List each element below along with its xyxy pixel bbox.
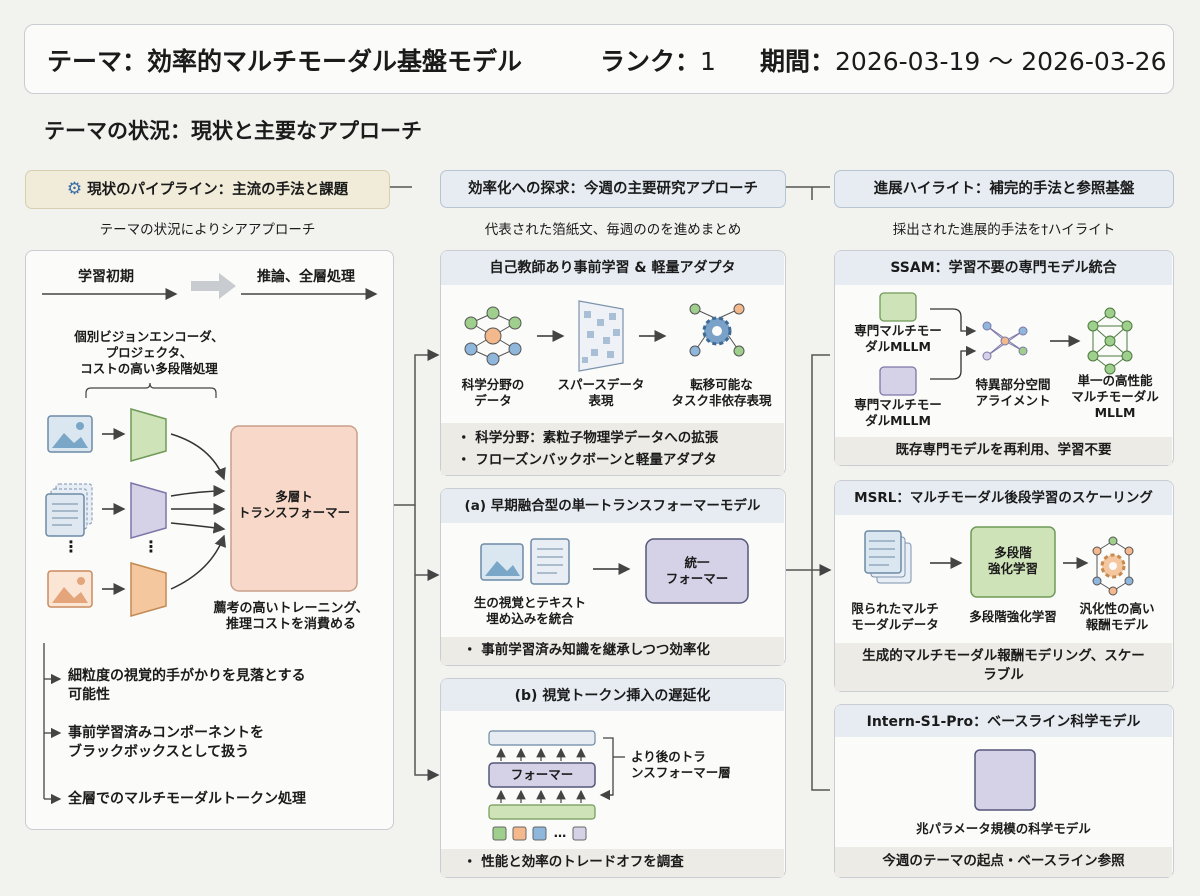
header-rank: ランク：1 bbox=[600, 42, 716, 78]
transformer-label: 多層ト トランスフォーマー bbox=[237, 489, 351, 520]
label-raw-fusion: 生の視覚とテキスト 埋め込みを統合 bbox=[473, 595, 587, 626]
section-title: テーマの状況：現状と主要なアプローチ bbox=[44, 119, 422, 143]
stage-late-label: 推論、全層処理 bbox=[257, 269, 355, 285]
card-self-supervised-title: 自己教師あり事前学習 & 軽量アダプタ bbox=[441, 251, 784, 285]
gear-icon: ⚙ bbox=[66, 179, 83, 199]
card-msrl-title: MSRL：マルチモーダル後段学習のスケーリング bbox=[835, 481, 1172, 515]
rank-label: ランク： bbox=[600, 47, 701, 76]
issue-1: 細粒度の視覚的手がかりを見落とする 可能性 bbox=[68, 668, 306, 703]
dots-right: ⋮ bbox=[143, 537, 159, 556]
label-rl-box: 多段階 強化学習 bbox=[987, 545, 1038, 576]
card-msrl: MSRL：マルチモーダル後段学習のスケーリング 多段階 強化学習 限られたマルチ… bbox=[834, 480, 1174, 692]
theme-label: テーマ： bbox=[47, 47, 148, 76]
header-bar: テーマ：効率的マルチモーダル基盤モデル ランク：1 期間：2026-03-19 … bbox=[24, 24, 1174, 94]
label-unified-former: 統一 フォーマー bbox=[665, 555, 729, 586]
token-ellipsis: … bbox=[553, 825, 567, 840]
result-network-icon bbox=[1087, 307, 1133, 375]
card-intern: Intern-S1-Pro：ベースライン科学モデル 兆パラメータ規模の科学モデル… bbox=[834, 704, 1174, 878]
card-early-fusion: (a) 早期融合型の単一トランスフォーマーモデル 生の視覚とテキスト 埋め込みを… bbox=[440, 488, 786, 666]
middle-subtitle: 代表された箔紙文、毎週ののを進めまとめ bbox=[484, 222, 742, 238]
label-rl: 多段階強化学習 bbox=[969, 609, 1057, 624]
theme-value: 効率的マルチモーダル基盤モデル bbox=[147, 47, 523, 76]
header-theme: テーマ：効率的マルチモーダル基盤モデル bbox=[47, 42, 522, 78]
card-ssam: SSAM：学習不要の専門モデル統合 専門マルチモー ダルMLLM 専門マルチモー… bbox=[834, 250, 1174, 466]
label-later-layers: より後のトラ ンスフォーマー層 bbox=[631, 749, 731, 780]
ssam-footer: 既存専門モデルを再利用、学習不要 bbox=[895, 442, 1112, 458]
card3-graphics bbox=[441, 730, 784, 877]
label-alignment: 特異部分空間 アライメント bbox=[975, 377, 1051, 408]
card-ssam-title: SSAM：学習不要の専門モデル統合 bbox=[835, 251, 1172, 285]
card-delayed-insertion: (b) 視覚トークン挿入の遅延化 フォーマー … より後のトラ ンスフォーマー層… bbox=[440, 678, 786, 878]
alignment-network-icon bbox=[982, 321, 1028, 361]
intern-footer: 今週のテーマの起点・ベースライン参照 bbox=[882, 853, 1125, 869]
card-delayed-insertion-title: (b) 視覚トークン挿入の遅延化 bbox=[441, 679, 784, 711]
msrl-footer: 生成的マルチモーダル報酬モデリング、スケー ラブル bbox=[862, 648, 1145, 683]
intern-graphics bbox=[835, 749, 1172, 877]
card-self-supervised: 自己教師あり事前学習 & 軽量アダプタ 科学分野の データ スパースデータ 表現… bbox=[440, 250, 786, 476]
network-icon-green bbox=[464, 306, 522, 366]
reward-network-icon bbox=[1092, 536, 1134, 596]
card1-bullet-2: ・ フローズンバックボーンと軽量アダプタ bbox=[457, 452, 717, 468]
msrl-graphics bbox=[835, 526, 1172, 691]
label-reward-model: 汎化性の高い 報酬モデル bbox=[1079, 601, 1155, 632]
label-science-data: 科学分野の データ bbox=[461, 377, 525, 408]
card-early-fusion-title: (a) 早期融合型の単一トランスフォーマーモデル bbox=[441, 489, 784, 523]
right-column-title: 進展ハイライト：補完的手法と参照基盤 bbox=[834, 170, 1174, 208]
right-subtitle: 採出された進展的手法を†ハイライト bbox=[892, 222, 1116, 238]
stage-early-label: 学習初期 bbox=[78, 269, 134, 285]
issue-3: 全層でのマルチモーダルトークン処理 bbox=[68, 791, 306, 807]
period-value: 2026-03-19 ～ 2026-03-26 bbox=[835, 47, 1167, 76]
left-column-title: ⚙ 現状のパイプライン：主流の手法と課題 bbox=[25, 170, 390, 209]
card1-bullet-1: ・ 科学分野：素粒子物理学データへの拡張 bbox=[457, 430, 719, 446]
label-sparse: スパースデータ 表現 bbox=[557, 377, 645, 408]
left-title-text: 現状のパイプライン：主流の手法と課題 bbox=[87, 182, 349, 198]
label-single-mllm: 単一の高性能 マルチモーダル MLLM bbox=[1071, 373, 1159, 420]
label-limited-data: 限られたマルチ モーダルデータ bbox=[851, 601, 939, 632]
issue-2: 事前学習済みコンポーネントを ブラックボックスとして扱う bbox=[68, 725, 264, 760]
card-intern-title: Intern-S1-Pro：ベースライン科学モデル bbox=[835, 705, 1172, 737]
left-subtitle: テーマの状況によりシアアプローチ bbox=[99, 222, 316, 238]
label-former: フォーマー bbox=[510, 767, 574, 782]
card1-graphics bbox=[441, 300, 784, 475]
current-pipeline-panel: 学習初期 推論、全層処理 個別ビジョンエンコーダ、 プロジェクタ、 コストの高い… bbox=[25, 250, 394, 830]
header-period: 期間：2026-03-19 ～ 2026-03-26 bbox=[760, 42, 1167, 78]
label-expert-2: 専門マルチモー ダルMLLM bbox=[854, 397, 942, 428]
card2-bullet-1: ・ 事前学習済み知識を継承しつつ効率化 bbox=[463, 642, 710, 658]
label-expert-1: 専門マルチモー ダルMLLM bbox=[854, 323, 942, 354]
ssam-graphics bbox=[835, 292, 1172, 465]
gear-network-icon bbox=[689, 303, 745, 357]
label-transferable: 転移可能な タスク非依存表現 bbox=[671, 377, 772, 408]
encoders-note: 個別ビジョンエンコーダ、 プロジェクタ、 コストの高い多段階処理 bbox=[74, 329, 224, 376]
card2-graphics bbox=[441, 538, 784, 665]
card3-bullet-1: ・ 性能と効率のトレードオフを調査 bbox=[463, 854, 684, 870]
dots-left: ⋮ bbox=[63, 537, 79, 556]
pipeline-graphics bbox=[42, 273, 378, 805]
middle-column-title: 効率化への探求：今週の主要研究アプローチ bbox=[440, 170, 786, 208]
cost-note: 薦考の高いトレーニング、 推理コストを消費める bbox=[213, 601, 369, 632]
rank-value: 1 bbox=[700, 47, 716, 76]
period-label: 期間： bbox=[760, 47, 836, 76]
label-trillion-model: 兆パラメータ規模の科学モデル bbox=[916, 821, 1091, 836]
